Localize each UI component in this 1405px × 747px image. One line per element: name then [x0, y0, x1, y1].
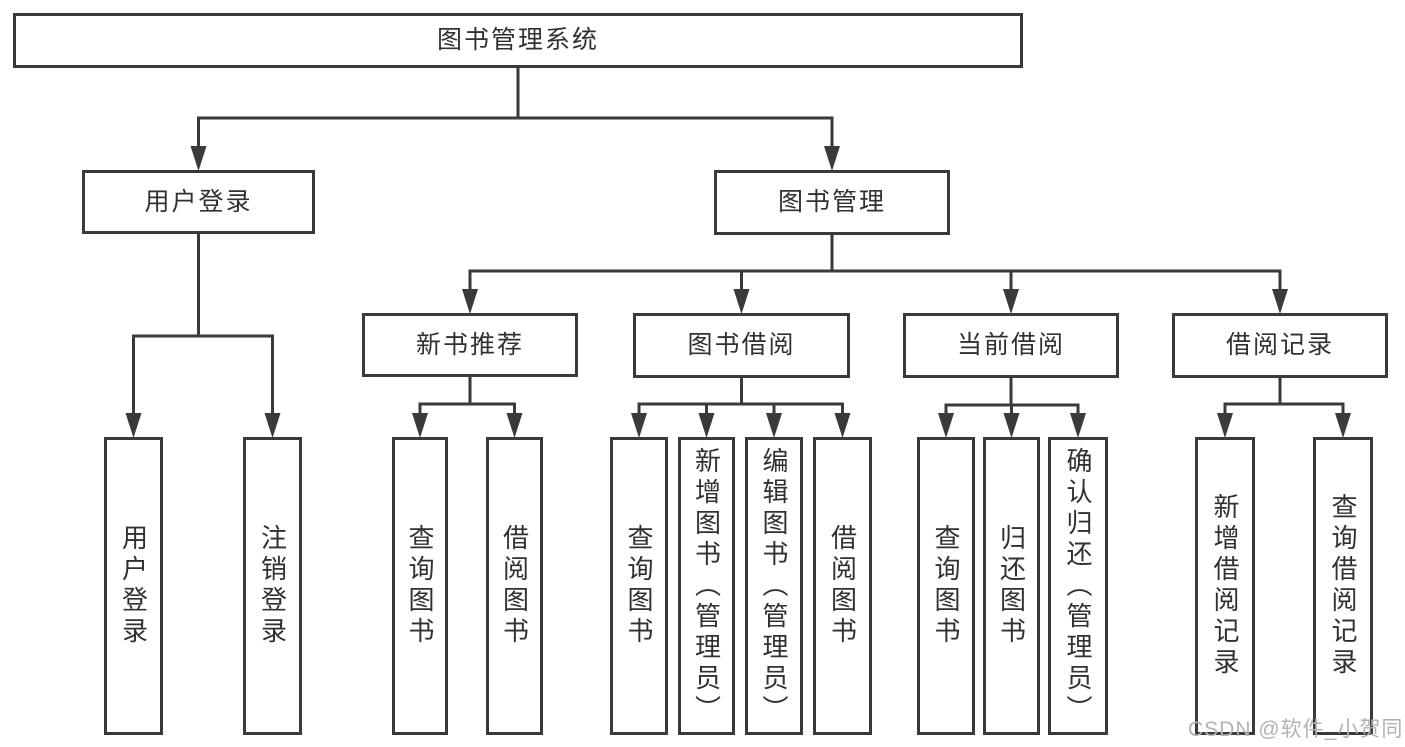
node-label-leaf-add-book: 新增图书（管理员） [691, 446, 722, 726]
node-leaf-add-book: 新增图书（管理员） [678, 437, 735, 735]
node-leaf-add-record: 新增借阅记录 [1195, 437, 1255, 735]
arrowhead-icon [1217, 413, 1233, 438]
node-label-book-mgmt: 图书管理 [777, 188, 886, 216]
arrowhead-icon [125, 413, 142, 438]
node-leaf-user-login: 用户登录 [104, 437, 163, 735]
node-book-borrow: 图书借阅 [633, 313, 850, 378]
node-label-leaf-query-book-1: 查询图书 [405, 524, 435, 648]
node-label-leaf-query-record: 查询借阅记录 [1328, 493, 1358, 679]
node-label-book-borrow: 图书借阅 [687, 331, 796, 359]
node-label-leaf-return-book: 归还图书 [996, 524, 1027, 648]
arrowhead-icon [264, 413, 281, 438]
node-label-new-book-rec: 新书推荐 [415, 330, 524, 359]
node-leaf-return-book: 归还图书 [983, 437, 1040, 735]
node-current-borrow: 当前借阅 [903, 313, 1119, 378]
node-label-leaf-query-book-2: 查询图书 [624, 524, 654, 648]
node-label-leaf-edit-book: 编辑图书（管理员） [759, 446, 789, 726]
node-leaf-query-book-3: 查询图书 [917, 437, 975, 735]
node-label-borrow-record: 借阅记录 [1225, 331, 1334, 359]
node-label-leaf-borrow-book-2: 借阅图书 [827, 524, 858, 648]
node-new-book-rec: 新书推荐 [362, 313, 578, 377]
arrowhead-icon [766, 413, 782, 438]
node-root: 图书管理系统 [13, 13, 1023, 68]
node-label-user-login: 用户登录 [144, 187, 253, 216]
node-leaf-query-book-1: 查询图书 [392, 437, 448, 735]
arrowhead-icon [631, 413, 647, 438]
arrowhead-icon [733, 289, 750, 314]
node-user-login: 用户登录 [82, 170, 315, 234]
node-label-leaf-confirm-return: 确认归还（管理员） [1063, 446, 1093, 726]
node-label-leaf-query-book-3: 查询图书 [931, 524, 961, 648]
node-book-mgmt: 图书管理 [714, 170, 950, 235]
arrowhead-icon [834, 413, 851, 438]
node-label-leaf-user-login: 用户登录 [118, 524, 149, 648]
node-leaf-logout: 注销登录 [243, 437, 302, 735]
arrowhead-icon [506, 413, 523, 438]
node-label-root: 图书管理系统 [436, 26, 599, 54]
node-label-leaf-logout: 注销登录 [257, 524, 288, 648]
node-leaf-query-book-2: 查询图书 [610, 437, 668, 735]
node-leaf-confirm-return: 确认归还（管理员） [1048, 437, 1108, 735]
watermark-text: CSDN @软件_小贺同学 [1188, 718, 1405, 741]
arrowhead-icon [938, 413, 954, 438]
arrowhead-icon [1070, 413, 1086, 438]
node-leaf-query-record: 查询借阅记录 [1313, 437, 1373, 735]
arrowhead-icon [1003, 413, 1020, 438]
node-label-leaf-add-record: 新增借阅记录 [1210, 493, 1240, 679]
arrowhead-icon [1272, 289, 1288, 314]
arrowhead-icon [1335, 413, 1351, 438]
node-label-leaf-borrow-book-1: 借阅图书 [499, 524, 530, 648]
arrowhead-icon [462, 289, 478, 314]
node-borrow-record: 借阅记录 [1172, 313, 1388, 378]
arrowhead-icon [824, 146, 840, 171]
node-leaf-edit-book: 编辑图书（管理员） [745, 437, 803, 735]
arrowhead-icon [698, 413, 715, 438]
node-leaf-borrow-book-1: 借阅图书 [486, 437, 543, 735]
node-label-current-borrow: 当前借阅 [956, 331, 1065, 359]
arrowhead-icon [412, 413, 428, 438]
arrowhead-icon [1003, 289, 1019, 314]
node-leaf-borrow-book-2: 借阅图书 [813, 437, 872, 735]
arrowhead-icon [190, 146, 207, 171]
